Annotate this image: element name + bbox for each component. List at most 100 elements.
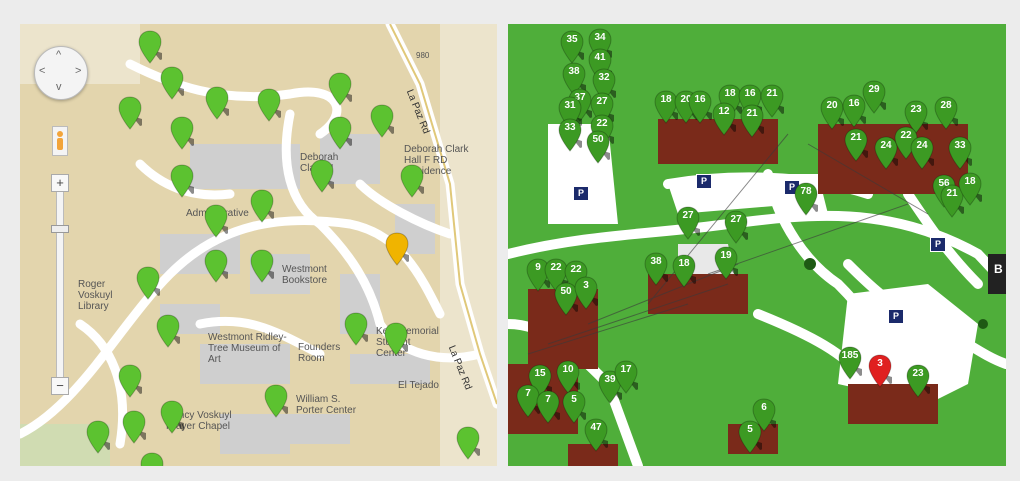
map-marker[interactable] (257, 88, 281, 122)
numbered-map-marker[interactable]: 23 (904, 100, 928, 134)
numbered-map-marker[interactable]: 18 (654, 90, 678, 124)
map-marker[interactable] (140, 452, 164, 466)
numbered-map-marker[interactable]: 21 (940, 184, 964, 218)
map-marker[interactable] (310, 159, 334, 193)
route-shield: 980 (416, 51, 430, 60)
map-marker[interactable] (250, 189, 274, 223)
numbered-map-marker[interactable]: 7 (536, 390, 560, 424)
map-marker[interactable] (264, 384, 288, 418)
numbered-map-marker[interactable]: 21 (760, 84, 784, 118)
numbered-map-marker[interactable]: 78 (794, 182, 818, 216)
numbered-map-marker[interactable]: 16 (688, 90, 712, 124)
numbered-map-marker[interactable]: 18 (672, 254, 696, 288)
place-label: Westmont Bookstore (282, 264, 328, 286)
numbered-map-marker[interactable]: 24 (910, 136, 934, 170)
numbered-map-marker[interactable]: 5 (738, 420, 762, 454)
map-marker[interactable] (118, 96, 142, 130)
numbered-map-marker[interactable]: 12 (712, 102, 736, 136)
marker-count: 7 (545, 394, 551, 405)
numbered-map-marker[interactable]: 3 (868, 354, 892, 388)
marker-count: 50 (592, 134, 604, 145)
pan-up-icon[interactable]: ^ (56, 49, 62, 61)
numbered-map-marker[interactable]: 33 (558, 118, 582, 152)
map-marker[interactable] (400, 164, 424, 198)
map-marker[interactable] (122, 410, 146, 444)
numbered-map-marker[interactable]: 10 (556, 360, 580, 394)
marker-count: 27 (682, 210, 694, 221)
numbered-map-marker[interactable]: 27 (724, 210, 748, 244)
parking-icon: P (888, 309, 904, 324)
numbered-map-marker[interactable]: 7 (516, 384, 540, 418)
numbered-map-marker[interactable]: 33 (948, 136, 972, 170)
marker-count: 3 (583, 280, 589, 291)
numbered-map-marker[interactable]: 32 (592, 68, 616, 102)
marker-count: 3 (877, 358, 883, 369)
pan-down-icon[interactable]: v (56, 81, 62, 93)
numbered-map-marker[interactable]: 50 (586, 130, 610, 164)
numbered-map-marker[interactable]: 27 (676, 206, 700, 240)
numbered-map-marker[interactable]: 50 (554, 282, 578, 316)
map-marker[interactable] (384, 322, 408, 356)
map-marker[interactable] (138, 30, 162, 64)
numbered-map-marker[interactable]: 24 (874, 136, 898, 170)
marker-count: 24 (916, 140, 928, 151)
map-marker[interactable] (344, 312, 368, 346)
numbered-map-marker[interactable]: 3 (574, 276, 598, 310)
map-marker[interactable] (136, 266, 160, 300)
marker-count: 56 (938, 178, 950, 189)
map-marker[interactable] (160, 400, 184, 434)
numbered-map-marker[interactable]: 35 (560, 30, 584, 64)
numbered-map-marker[interactable]: 17 (614, 360, 638, 394)
map-marker[interactable] (370, 104, 394, 138)
map-marker[interactable] (328, 116, 352, 150)
numbered-map-marker[interactable]: 29 (862, 80, 886, 114)
numbered-map-marker[interactable]: 21 (844, 128, 868, 162)
marker-count: 22 (550, 262, 562, 273)
numbered-map-marker[interactable]: 47 (584, 418, 608, 452)
numbered-map-marker[interactable]: 19 (714, 246, 738, 280)
map-marker[interactable] (156, 314, 180, 348)
numbered-map-marker[interactable]: 28 (934, 96, 958, 130)
place-label: Westmont Ridley-Tree Museum of Art (208, 332, 287, 365)
map-marker[interactable] (118, 364, 142, 398)
map-marker[interactable] (328, 72, 352, 106)
numbered-map-marker[interactable]: 6 (752, 398, 776, 432)
zoom-slider-thumb[interactable] (51, 225, 69, 233)
numbered-map-marker[interactable]: 16 (842, 94, 866, 128)
numbered-map-marker[interactable]: 21 (740, 104, 764, 138)
numbered-map-marker[interactable]: 5 (562, 390, 586, 424)
left-map-panel[interactable]: ^ v < > + − La Paz Rd La Paz Rd 980 Debo… (20, 24, 497, 466)
place-label: El Tejado (398, 380, 439, 391)
marker-count: 20 (680, 94, 692, 105)
map-marker[interactable] (456, 426, 480, 460)
map-marker[interactable] (86, 420, 110, 454)
zoom-out-button[interactable]: − (51, 377, 69, 395)
marker-count: 18 (724, 88, 736, 99)
numbered-map-marker[interactable]: 18 (958, 172, 982, 206)
pan-left-icon[interactable]: < (39, 65, 46, 77)
marker-count: 6 (761, 402, 767, 413)
map-marker[interactable] (204, 249, 228, 283)
marker-count: 22 (570, 264, 582, 275)
zoom-in-button[interactable]: + (51, 174, 69, 192)
map-marker[interactable] (160, 66, 184, 100)
pegman-icon[interactable] (52, 126, 68, 156)
map-marker[interactable] (170, 164, 194, 198)
map-marker[interactable] (205, 86, 229, 120)
numbered-map-marker[interactable]: 38 (644, 252, 668, 286)
numbered-map-marker[interactable]: 23 (906, 364, 930, 398)
marker-count: 18 (964, 176, 976, 187)
numbered-map-marker[interactable]: 185 (838, 346, 862, 380)
numbered-map-marker[interactable]: 20 (820, 96, 844, 130)
numbered-map-marker[interactable]: 39 (598, 370, 622, 404)
map-marker[interactable] (250, 249, 274, 283)
map-marker[interactable] (170, 116, 194, 150)
pan-control[interactable]: ^ v < > (34, 46, 88, 100)
pan-right-icon[interactable]: > (75, 65, 82, 77)
marker-count: 35 (566, 34, 578, 45)
parking-icon: P (696, 174, 712, 189)
map-marker-highlighted[interactable] (385, 232, 409, 266)
zoom-slider[interactable] (56, 176, 64, 388)
map-marker[interactable] (204, 204, 228, 238)
